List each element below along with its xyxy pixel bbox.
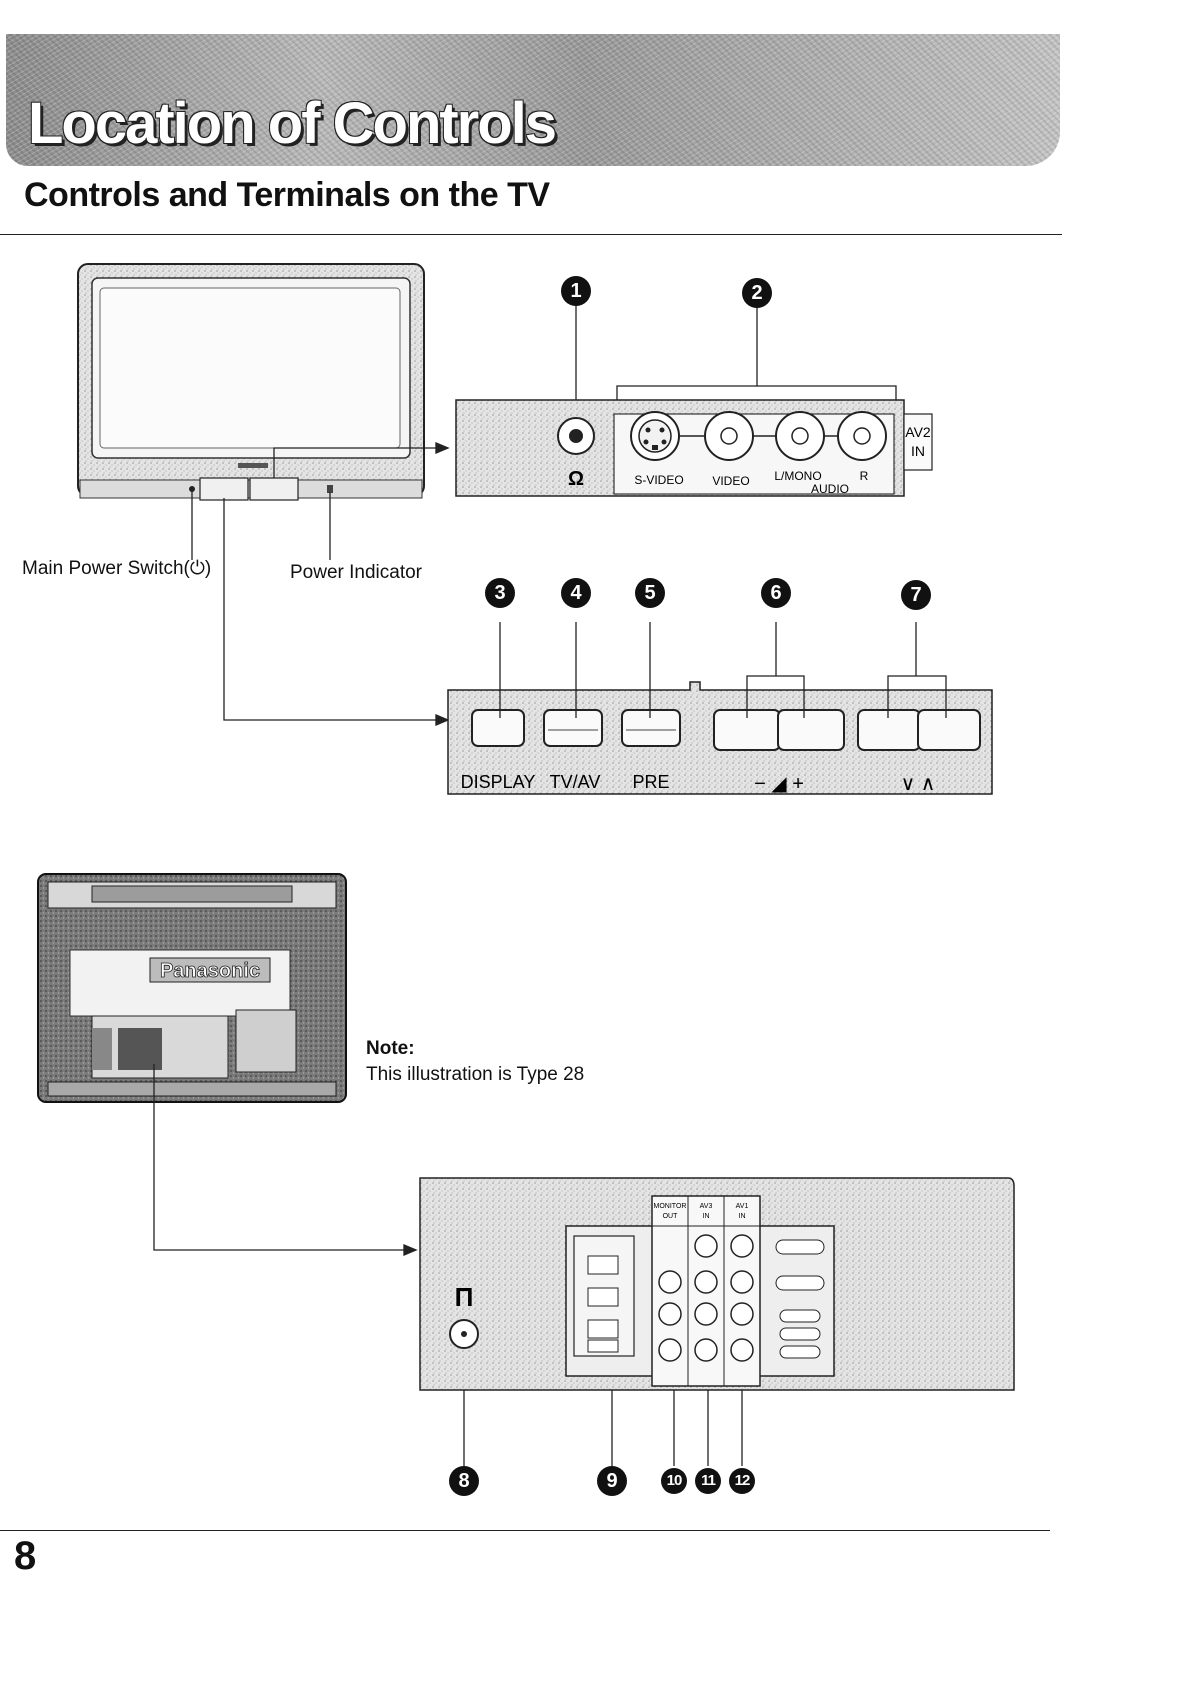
terminal-label-svideo: S-VIDEO	[634, 473, 683, 487]
av2-label: AV2	[905, 424, 931, 440]
monitor-out-label: MONITOR	[654, 1203, 687, 1210]
page-number: 8	[14, 1534, 36, 1579]
headphone-icon: Ω	[568, 468, 584, 490]
monitor-out-sublabel: OUT	[663, 1213, 679, 1220]
av1-in-sublabel: IN	[739, 1213, 746, 1220]
callout-11: 11	[695, 1468, 721, 1494]
volume-button-label: − ◢ +	[754, 773, 804, 795]
main-power-switch-label: Main Power Switch(⏻)	[22, 558, 211, 580]
power-indicator-label: Power Indicator	[290, 562, 422, 584]
terminal-label-video: VIDEO	[712, 474, 749, 488]
callout-5: 5	[635, 578, 665, 608]
terminal-label-lmono: L/MONO	[774, 469, 821, 483]
callout-8: 8	[449, 1466, 479, 1496]
callout-10: 10	[661, 1468, 687, 1494]
callout-2: 2	[742, 278, 772, 308]
footer-divider	[0, 1530, 1050, 1531]
av3-in-label: AV3	[700, 1203, 713, 1210]
brand-logo: Panasonic	[160, 960, 260, 982]
rear-terminal-panel	[420, 1178, 1014, 1390]
callout-4: 4	[561, 578, 591, 608]
note-title: Note:	[366, 1038, 415, 1060]
note-text: This illustration is Type 28	[366, 1064, 584, 1086]
pre-button-label: PRE	[632, 772, 669, 792]
callout-3: 3	[485, 578, 515, 608]
display-button-label: DISPLAY	[461, 772, 536, 792]
callout-12: 12	[729, 1468, 755, 1494]
tvav-button-label: TV/AV	[550, 772, 601, 792]
tv-rear	[38, 874, 346, 1102]
callout-7: 7	[901, 580, 931, 610]
terminal-label-r: R	[860, 469, 869, 483]
av1-in-label: AV1	[736, 1203, 749, 1210]
antenna-icon: Π	[455, 1282, 474, 1312]
callout-6: 6	[761, 578, 791, 608]
callout-9: 9	[597, 1466, 627, 1496]
av2-in-label: IN	[911, 443, 925, 459]
callout-1: 1	[561, 276, 591, 306]
tv-front	[78, 264, 424, 500]
channel-button-label: ∨ ∧	[901, 773, 936, 795]
av3-in-sublabel: IN	[703, 1213, 710, 1220]
terminal-label-audio: AUDIO	[811, 482, 849, 496]
